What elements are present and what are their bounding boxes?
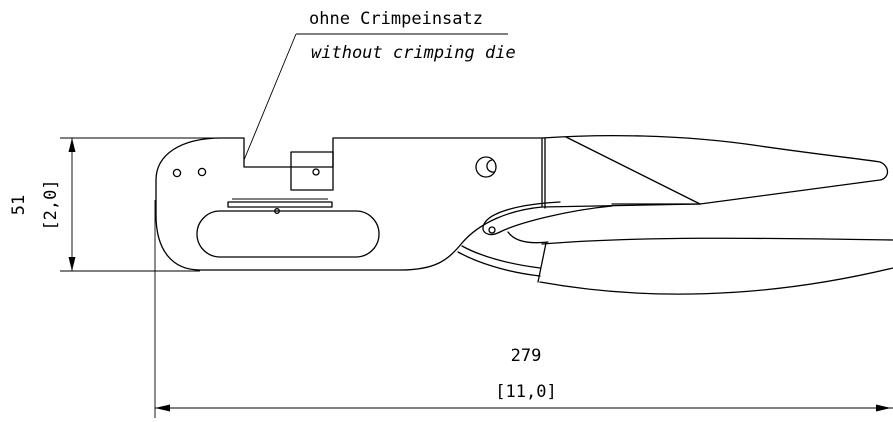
block-hole xyxy=(312,168,320,176)
upper-handle xyxy=(541,134,889,208)
pin-hole-right xyxy=(197,167,207,177)
length-in: [11,0] xyxy=(495,382,556,402)
label-english: without crimping die xyxy=(311,43,516,63)
tool-head xyxy=(155,137,546,271)
height-mm: 51 xyxy=(9,195,29,215)
pivot-ring xyxy=(475,156,497,178)
body-slot xyxy=(196,210,380,258)
height-dimension: 51 [2,0] xyxy=(9,137,220,272)
pin-hole-left xyxy=(172,168,182,178)
length-mm: 279 xyxy=(511,346,542,366)
locating-block xyxy=(290,151,334,191)
leader-line xyxy=(243,33,297,161)
label-german: ohne Crimpeinsatz xyxy=(309,9,483,29)
jaw-pivot xyxy=(488,226,496,234)
height-in: [2,0] xyxy=(41,179,61,230)
die-seat xyxy=(227,201,333,208)
lower-handle xyxy=(457,201,893,295)
length-dimension: 279 [11,0] xyxy=(154,200,893,418)
